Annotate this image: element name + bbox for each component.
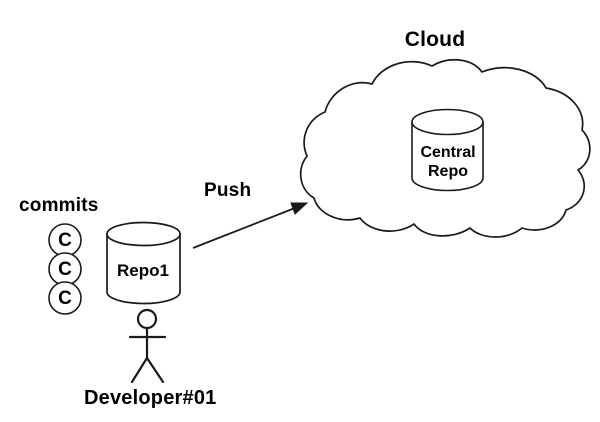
actor-leg-left [130, 356, 149, 384]
local-repo-cylinder[interactable] [106, 221, 181, 305]
push-arrow[interactable] [192, 202, 309, 249]
cloud-title-label: Cloud [0, 29, 600, 50]
push-edge-label: Push [204, 180, 252, 201]
commit-circles-group[interactable] [48, 223, 82, 315]
local-repo-top-ellipse [106, 221, 181, 247]
local-repo-body [106, 233, 181, 305]
commit-circle-3[interactable] [48, 281, 82, 315]
actor-leg-right [145, 356, 165, 384]
cloud-title-text: Cloud [404, 28, 466, 51]
commit-label-1: C [58, 230, 72, 251]
commit-label-3: C [58, 288, 72, 309]
central-repo-body [411, 121, 484, 192]
actor-head [136, 308, 158, 330]
central-repo-top-ellipse [411, 108, 484, 136]
central-repo-cylinder[interactable] [411, 108, 484, 192]
central-repo-label: Central Repo [406, 143, 490, 181]
push-arrow-head [290, 202, 309, 215]
developer-actor[interactable] [128, 308, 167, 384]
local-repo-label: Repo1 [117, 261, 169, 280]
push-arrow-line [192, 205, 301, 249]
commits-label: commits [19, 195, 99, 216]
developer-label: Developer#01 [84, 387, 217, 409]
central-repo-label-line1: Central [420, 144, 476, 161]
central-repo-label-line2: Repo [428, 163, 468, 180]
commit-label-2: C [58, 259, 72, 280]
